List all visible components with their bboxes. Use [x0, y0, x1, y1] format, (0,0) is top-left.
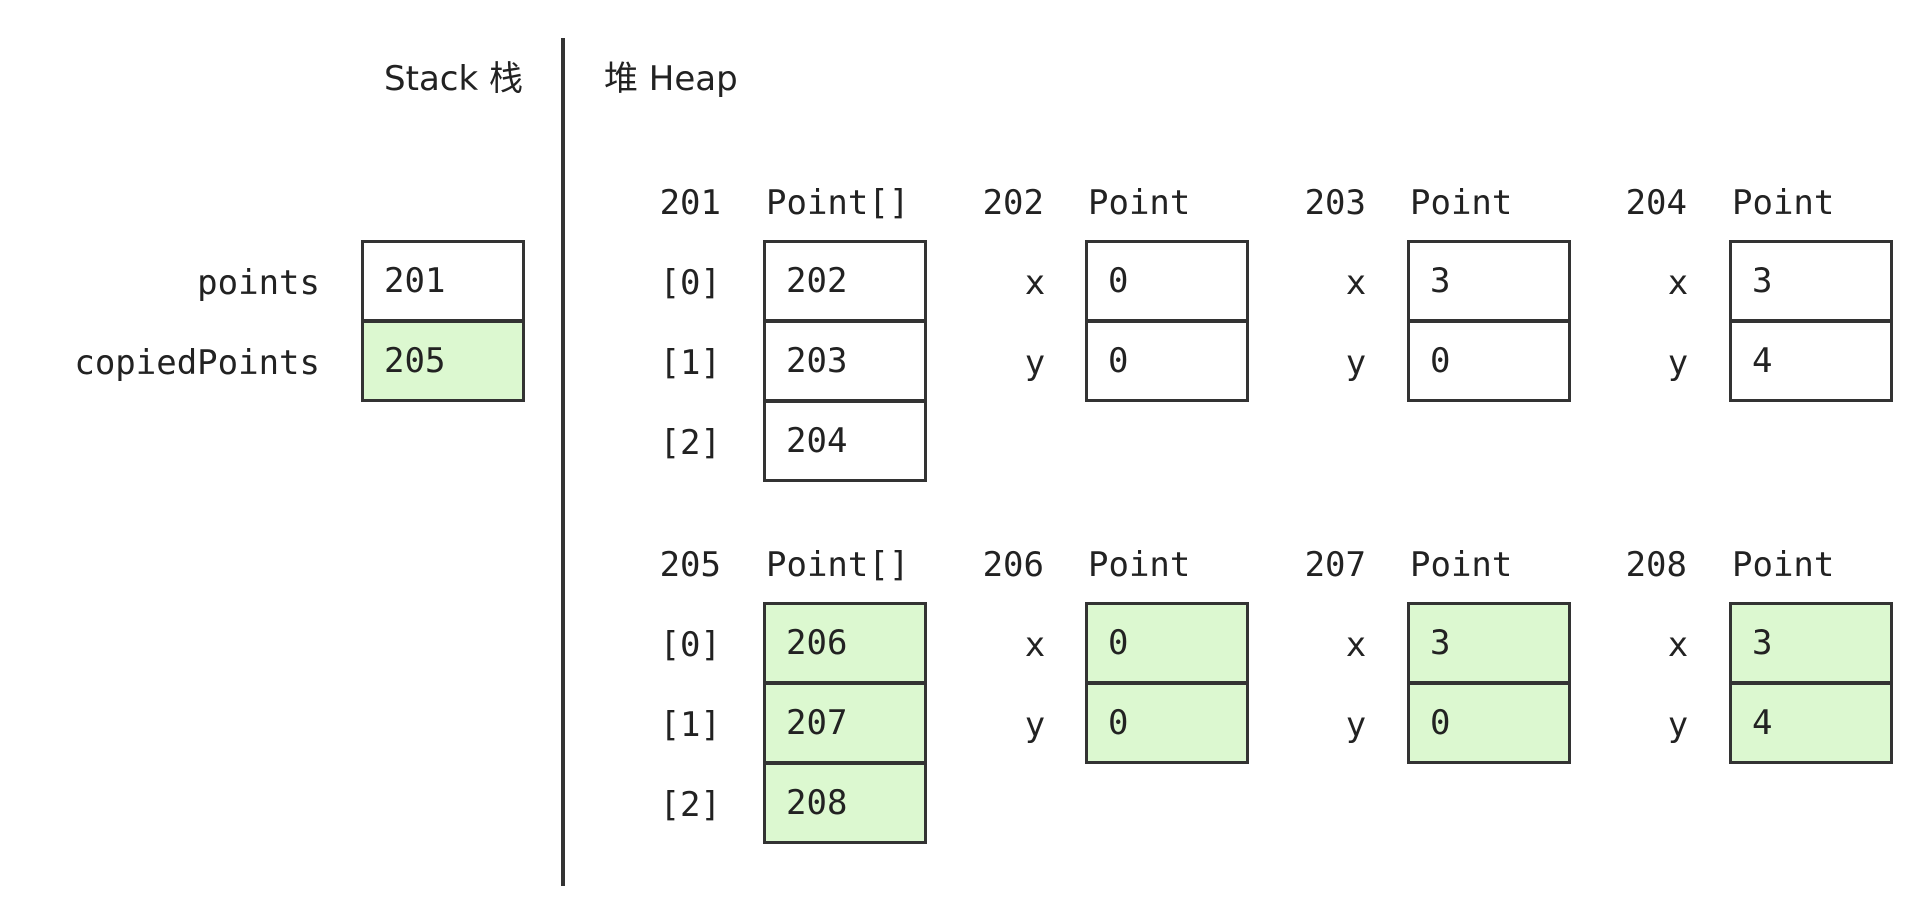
- field-cell: 3: [1407, 240, 1571, 322]
- array-element-value: 206: [786, 623, 848, 663]
- array-element-value: 203: [786, 341, 848, 381]
- field-value: 0: [1430, 703, 1451, 743]
- field-cell: 0: [1085, 320, 1249, 402]
- heap-address: 207: [1304, 545, 1366, 585]
- field-cell: 0: [1085, 602, 1249, 684]
- array-index: [2]: [659, 423, 721, 463]
- field-cell: 0: [1407, 320, 1571, 402]
- array-index: [0]: [659, 263, 721, 303]
- field-name: x: [1024, 625, 1046, 665]
- field-name: y: [1667, 343, 1689, 383]
- field-name: y: [1345, 705, 1367, 745]
- array-cell: 208: [763, 762, 927, 844]
- heap-address: 203: [1304, 183, 1366, 223]
- field-value: 0: [1108, 341, 1129, 381]
- field-value: 3: [1752, 623, 1773, 663]
- heap-address: 202: [982, 183, 1044, 223]
- field-cell: 4: [1729, 682, 1893, 764]
- field-cell: 3: [1407, 602, 1571, 684]
- heap-type: Point[]: [766, 183, 910, 223]
- field-name: y: [1024, 705, 1046, 745]
- array-cell: 207: [763, 682, 927, 764]
- field-name: x: [1667, 263, 1689, 303]
- field-value: 0: [1108, 261, 1129, 301]
- array-element-value: 207: [786, 703, 848, 743]
- heap-type: Point: [1410, 545, 1513, 585]
- field-value: 3: [1430, 623, 1451, 663]
- stack-var-value: 205: [384, 341, 446, 381]
- stack-header: Stack 栈: [384, 59, 523, 99]
- heap-address: 206: [982, 545, 1044, 585]
- field-name: y: [1667, 705, 1689, 745]
- stack-var-cell: 205: [361, 320, 525, 402]
- stack-var-cell: 201: [361, 240, 525, 322]
- array-cell: 202: [763, 240, 927, 322]
- field-cell: 0: [1407, 682, 1571, 764]
- field-cell: 0: [1085, 240, 1249, 322]
- heap-type: Point: [1410, 183, 1513, 223]
- field-value: 4: [1752, 341, 1773, 381]
- field-value: 0: [1108, 703, 1129, 743]
- field-value: 0: [1430, 341, 1451, 381]
- heap-type: Point: [1088, 545, 1191, 585]
- array-cell: 204: [763, 400, 927, 482]
- field-value: 3: [1752, 261, 1773, 301]
- field-cell: 3: [1729, 240, 1893, 322]
- heap-type: Point: [1088, 183, 1191, 223]
- array-element-value: 204: [786, 421, 848, 461]
- array-cell: 203: [763, 320, 927, 402]
- heap-address: 204: [1625, 183, 1687, 223]
- field-name: x: [1345, 625, 1367, 665]
- stack-var-name: points: [197, 263, 320, 303]
- field-name: x: [1345, 263, 1367, 303]
- array-index: [0]: [659, 625, 721, 665]
- field-name: y: [1024, 343, 1046, 383]
- array-index: [2]: [659, 785, 721, 825]
- field-value: 3: [1430, 261, 1451, 301]
- field-cell: 3: [1729, 602, 1893, 684]
- field-value: 0: [1108, 623, 1129, 663]
- field-value: 4: [1752, 703, 1773, 743]
- field-name: y: [1345, 343, 1367, 383]
- field-cell: 0: [1085, 682, 1249, 764]
- heap-address: 201: [659, 183, 721, 223]
- field-cell: 4: [1729, 320, 1893, 402]
- array-element-value: 208: [786, 783, 848, 823]
- heap-address: 205: [659, 545, 721, 585]
- stack-heap-divider: [561, 38, 565, 886]
- heap-type: Point: [1732, 183, 1835, 223]
- heap-header: 堆 Heap: [604, 59, 738, 99]
- array-index: [1]: [659, 705, 721, 745]
- stack-var-name: copiedPoints: [74, 343, 320, 383]
- array-index: [1]: [659, 343, 721, 383]
- heap-address: 208: [1625, 545, 1687, 585]
- array-cell: 206: [763, 602, 927, 684]
- heap-type: Point: [1732, 545, 1835, 585]
- heap-type: Point[]: [766, 545, 910, 585]
- array-element-value: 202: [786, 261, 848, 301]
- stack-var-value: 201: [384, 261, 446, 301]
- field-name: x: [1024, 263, 1046, 303]
- field-name: x: [1667, 625, 1689, 665]
